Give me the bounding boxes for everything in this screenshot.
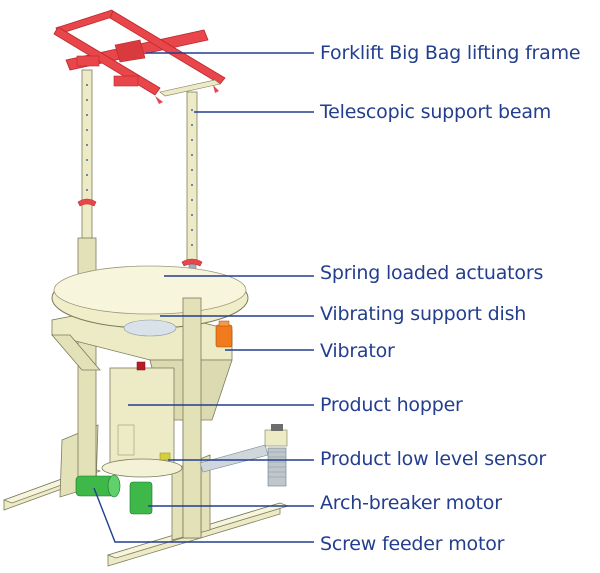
screw-feeder-motor	[75, 474, 121, 498]
label-support-beam: Telescopic support beam	[320, 101, 552, 123]
label-actuators: Spring loaded actuators	[320, 262, 544, 284]
arch-breaker-motor	[129, 481, 153, 515]
right-column-front	[182, 297, 202, 539]
label-screw-motor: Screw feeder motor	[320, 533, 505, 555]
label-lifting-frame: Forklift Big Bag lifting frame	[320, 42, 581, 64]
label-vibrator: Vibrator	[320, 340, 395, 362]
level-sensor-assembly	[159, 424, 288, 487]
leader-screw-motor	[93, 487, 314, 543]
lifting-frame-red	[53, 9, 226, 104]
label-arch-motor: Arch-breaker motor	[320, 492, 502, 514]
vibrator-motor	[215, 320, 233, 348]
label-hopper: Product hopper	[320, 394, 463, 416]
label-support-dish: Vibrating support dish	[320, 303, 527, 325]
leader-lines	[93, 52, 314, 543]
label-level-sensor: Product low level sensor	[320, 448, 547, 470]
